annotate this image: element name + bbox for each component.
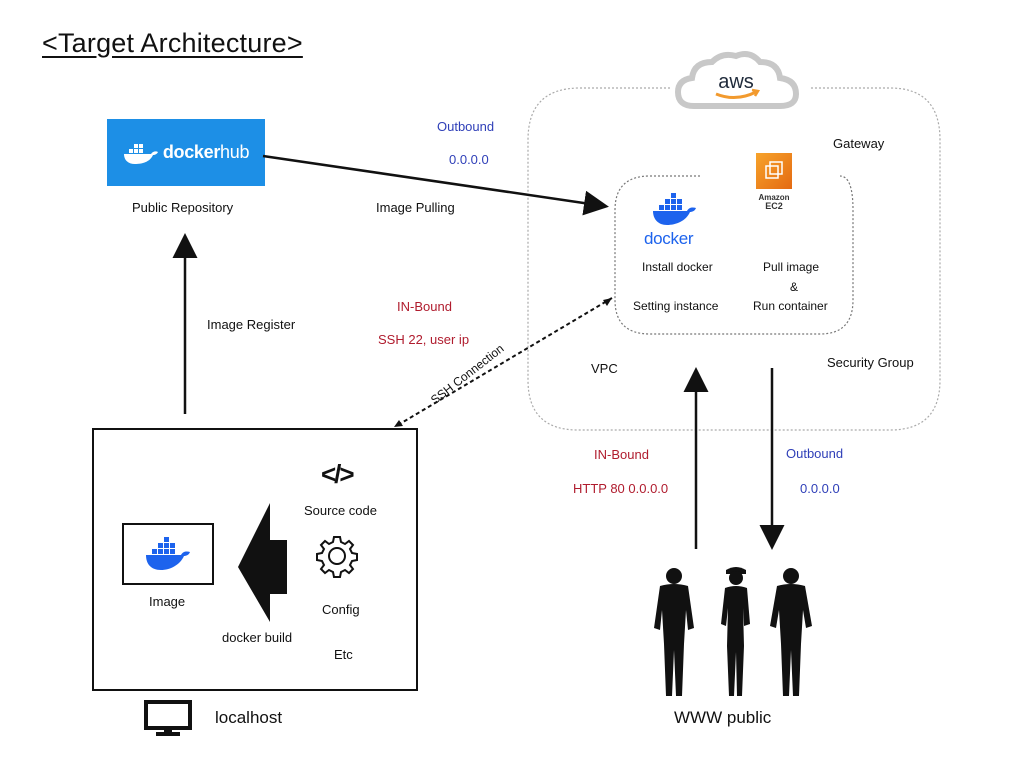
outbound-bottom-label: Outbound xyxy=(786,446,844,461)
gateway-label: Gateway xyxy=(833,136,885,151)
docker-hub-wordmark: dockerhub xyxy=(162,142,250,162)
ec2-icon xyxy=(756,153,792,189)
outbound-bottom-ip: 0.0.0.0 xyxy=(800,481,840,496)
code-icon: </> xyxy=(321,459,355,489)
localhost-box xyxy=(92,428,418,691)
localhost-label: localhost xyxy=(215,708,283,727)
install-docker-label: Install docker xyxy=(642,260,713,274)
outbound-top-label: Outbound xyxy=(437,119,495,134)
ec2-label: Amazon EC2 xyxy=(758,193,790,211)
ampersand-label: & xyxy=(790,280,799,294)
aws-cloud-boundary xyxy=(527,87,941,431)
monitor-icon xyxy=(144,700,192,736)
http-inbound-label: IN-Bound xyxy=(594,447,649,462)
ssh-connection-line xyxy=(397,297,613,426)
source-code-label: Source code xyxy=(304,503,377,518)
etc-label: Etc xyxy=(334,647,353,662)
image-register-label: Image Register xyxy=(207,317,296,332)
public-repository-label: Public Repository xyxy=(132,200,234,215)
ssh-inbound-label: IN-Bound xyxy=(397,299,452,314)
docker-whale-icon xyxy=(146,537,190,570)
docker-whale-icon xyxy=(653,193,696,225)
vpc-label: VPC xyxy=(591,361,618,376)
security-group-label: Security Group xyxy=(827,355,914,370)
ssh-detail-label: SSH 22, user ip xyxy=(378,332,470,347)
docker-hub-logo: dockerhub xyxy=(107,119,265,186)
ssh-arrowhead-bottom xyxy=(394,420,403,427)
image-pulling-label: Image Pulling xyxy=(376,200,455,215)
pull-image-label: Pull image xyxy=(763,260,820,274)
page-title: <Target Architecture> xyxy=(42,28,303,58)
ssh-arrowhead-top xyxy=(603,298,612,306)
docker-whale-icon xyxy=(123,143,158,164)
docker-build-arrow xyxy=(238,503,287,622)
svg-text:aws: aws xyxy=(718,71,754,93)
setting-instance-label: Setting instance xyxy=(633,299,719,313)
docker-wordmark: docker xyxy=(644,229,694,248)
outbound-top-ip: 0.0.0.0 xyxy=(449,152,489,167)
run-container-label: Run container xyxy=(753,299,828,313)
people-icon xyxy=(654,567,812,696)
image-label: Image xyxy=(149,594,186,609)
docker-build-label: docker build xyxy=(222,630,293,645)
config-label: Config xyxy=(322,602,360,617)
docker-image-box xyxy=(122,523,214,585)
www-public-label: WWW public xyxy=(674,708,772,727)
aws-cloud-logo: aws xyxy=(674,51,800,109)
http-detail-label: HTTP 80 0.0.0.0 xyxy=(573,481,669,496)
gear-icon xyxy=(316,536,358,578)
image-pulling-arrow xyxy=(262,154,609,216)
